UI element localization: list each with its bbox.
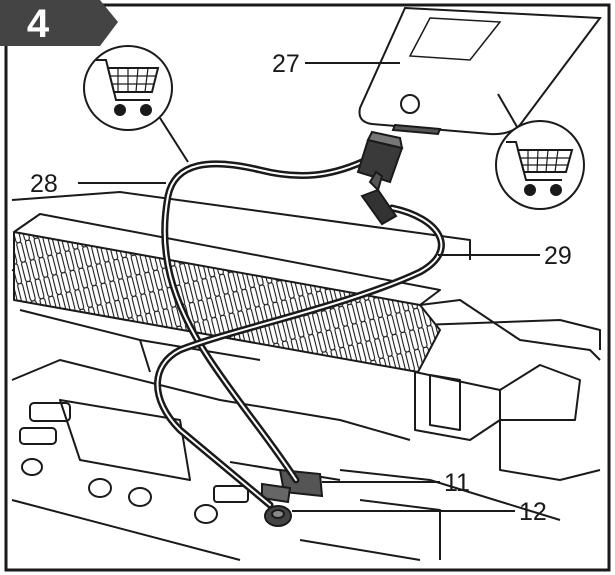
audio-plug [360,170,398,226]
callout-11: 11 [444,469,470,497]
callout-27: 27 [272,50,300,78]
panel-knob [88,478,112,498]
speaker-grille [13,231,441,373]
panel-knob [128,487,152,507]
step-number: 4 [27,2,50,46]
display-window [59,399,191,481]
panel-button [213,485,249,503]
cart-bubble-left [83,45,189,163]
cables [154,158,445,509]
callout-29: 29 [544,242,572,270]
cart-bubble-right [495,93,585,210]
panel-knob [21,458,43,476]
smartphone [358,6,602,136]
callout-28: 28 [30,170,58,198]
panel-button [19,427,57,445]
speaker-device [11,191,601,561]
figure-frame [4,3,611,572]
callout-leaders [78,62,540,512]
panel-button [29,402,71,422]
shopping-cart-icon [96,59,160,116]
dock-connector [356,130,404,184]
panel-knob [194,504,218,524]
step-badge: 4 [0,0,118,46]
shopping-cart-icon [506,141,574,196]
callout-12: 12 [519,498,547,526]
